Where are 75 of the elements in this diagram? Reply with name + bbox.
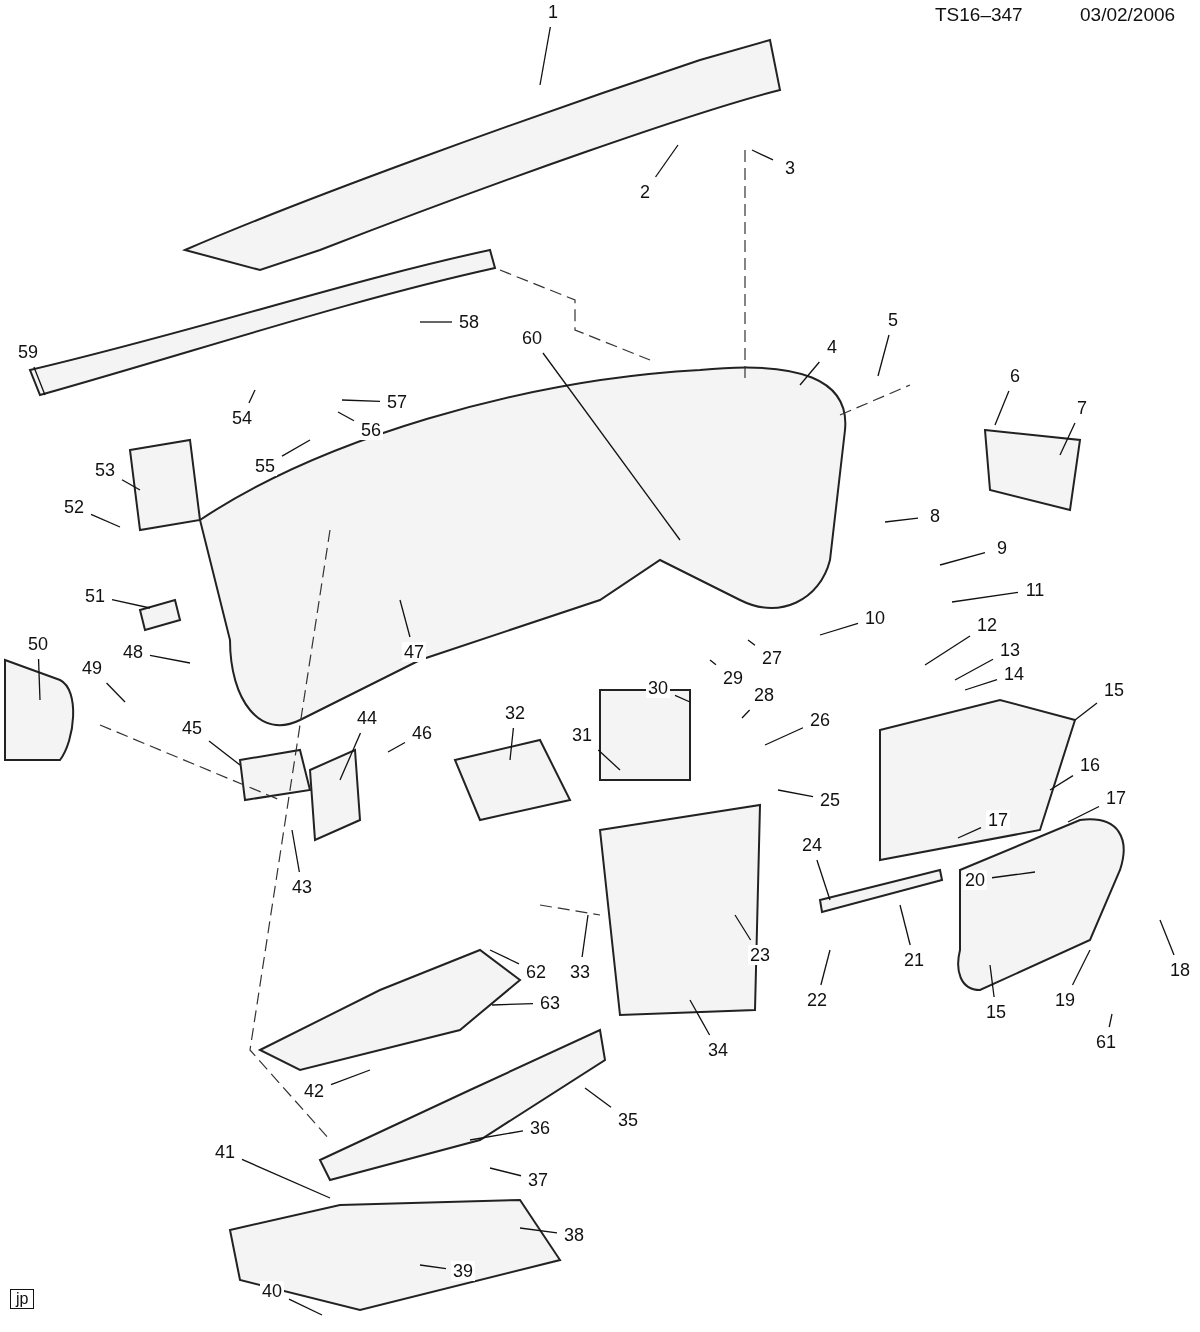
leader-line: [1108, 1013, 1113, 1028]
leader-line: [709, 659, 717, 666]
leader-line: [339, 732, 362, 781]
leader-line: [951, 591, 1019, 603]
leader-line: [111, 599, 151, 609]
leader-line: [387, 741, 406, 753]
leader-line: [1071, 949, 1091, 986]
leader-line: [208, 740, 241, 766]
leader-line: [341, 399, 381, 403]
leader-line: [1049, 775, 1074, 791]
leader-line: [330, 1069, 371, 1086]
leader-line: [37, 658, 41, 701]
leader-line: [337, 411, 355, 422]
date-text: 03/02/2006: [1080, 4, 1176, 26]
callout-number: 47: [402, 642, 426, 662]
leader-line: [777, 789, 814, 798]
leader-line: [33, 366, 46, 396]
callout-number: 56: [359, 420, 383, 440]
leader-line: [542, 352, 681, 541]
leader-line: [149, 654, 191, 664]
leader-line: [939, 552, 986, 566]
callout-number: 20: [963, 870, 987, 890]
leader-line: [689, 999, 711, 1036]
drawing-number: TS16–347: [935, 4, 1023, 26]
leader-line: [957, 827, 982, 839]
leader-line: [399, 599, 411, 638]
leader-line: [584, 1087, 612, 1108]
leader-line: [489, 949, 520, 965]
leader-line: [764, 727, 804, 746]
leader-line: [291, 829, 300, 873]
leader-line: [989, 964, 995, 998]
leader-line: [105, 682, 126, 703]
leader-line: [241, 1158, 331, 1199]
leader-line: [964, 678, 998, 691]
leader-line: [519, 1227, 558, 1234]
callout-number: 39: [451, 1261, 475, 1281]
leader-line: [1067, 805, 1100, 823]
leader-line: [288, 1298, 323, 1316]
leader-line: [820, 949, 831, 986]
leader-line: [819, 622, 859, 636]
callout-number: 17: [986, 810, 1010, 830]
leader-line: [991, 871, 1036, 879]
leader-line: [281, 439, 311, 457]
leader-line: [121, 479, 141, 491]
leader-line: [734, 914, 752, 941]
leader-line: [469, 1130, 524, 1141]
leader-line: [1074, 702, 1098, 721]
leader-line: [597, 749, 621, 771]
callout-number: 55: [253, 456, 277, 476]
leader-line: [994, 390, 1010, 426]
leader-line: [899, 904, 911, 946]
leader-line: [419, 1264, 447, 1270]
leader-line: [654, 144, 679, 178]
leader-line: [581, 914, 589, 958]
leader-line: [90, 513, 121, 528]
leader-line: [884, 517, 919, 523]
leader-line: [816, 859, 831, 901]
callout-number: 23: [748, 945, 772, 965]
leader-line: [509, 727, 515, 761]
leader-line: [877, 334, 890, 377]
leader-line: [248, 389, 256, 404]
leader-line: [799, 361, 820, 386]
leader-line: [674, 694, 691, 703]
leader-line: [751, 149, 774, 161]
leader-line: [489, 1167, 522, 1177]
leader-line: [539, 26, 551, 86]
leader-line: [741, 709, 751, 719]
drawing-code: jp: [10, 1289, 35, 1309]
leader-line: [1159, 919, 1175, 956]
callout-number: 30: [646, 678, 670, 698]
leader-line: [419, 321, 453, 323]
leader-line: [491, 1002, 534, 1006]
leader-line: [954, 658, 994, 681]
leader-line: [747, 639, 756, 646]
leader-line: [924, 635, 971, 666]
